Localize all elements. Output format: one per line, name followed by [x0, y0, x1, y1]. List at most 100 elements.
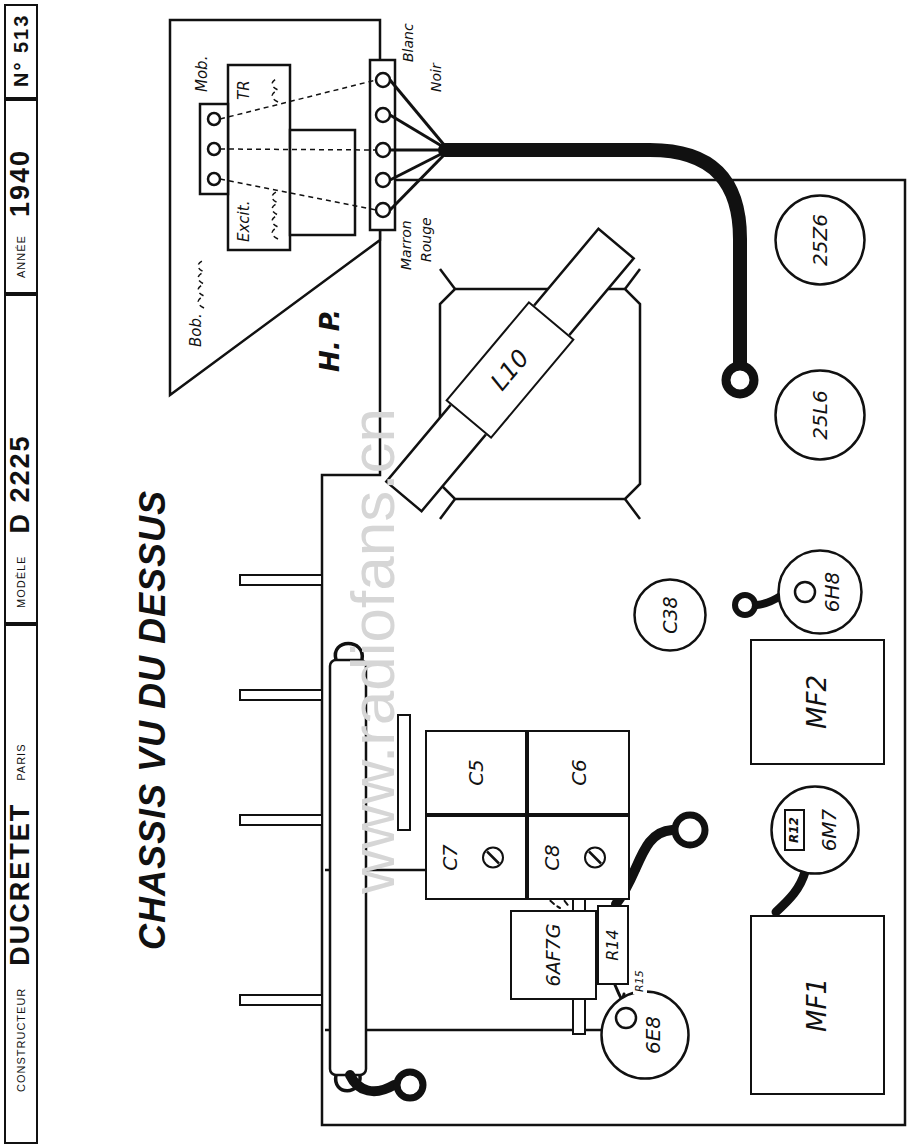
grommet	[397, 1072, 423, 1098]
component-box: MF2	[750, 639, 885, 765]
speaker-lead	[390, 152, 445, 180]
loudspeaker	[376, 73, 390, 87]
part-label: 6M7	[818, 809, 840, 852]
loudspeaker	[290, 130, 355, 235]
callout-label: TR	[236, 78, 254, 102]
loudspeaker	[376, 203, 390, 217]
component-box: C7	[425, 815, 527, 900]
component-box: L10	[445, 301, 575, 439]
trimmer-symbol	[483, 848, 503, 868]
header-cell: N° 513	[4, 4, 38, 99]
text-holder: ANNÉE1940	[6, 101, 36, 292]
loudspeaker	[376, 108, 390, 122]
watermark: www.radiofans.cn	[340, 408, 405, 894]
chassis-outline	[322, 180, 905, 1125]
text-holder: 25Z6	[774, 194, 866, 286]
dial-shaft	[240, 575, 322, 1005]
dial-shaft	[240, 690, 322, 700]
tube-socket: 6H8	[777, 549, 863, 635]
grommet	[726, 366, 754, 394]
internal-wiring	[272, 78, 278, 102]
text-holder: MODÈLE D 2225	[6, 296, 36, 622]
speaker-lead	[390, 115, 445, 148]
text-holder: 6E8	[600, 990, 690, 1080]
internal-wiring	[272, 191, 278, 239]
cable	[776, 872, 805, 912]
support-rod	[325, 1029, 640, 1032]
text-holder: L10	[448, 304, 572, 437]
part-label: R12	[788, 817, 801, 843]
callout-label: Marron	[398, 218, 415, 272]
callout-label: Blanc	[400, 21, 417, 64]
component-box: C5	[425, 730, 527, 815]
callout-label: Noir	[428, 61, 445, 94]
tube-socket: C38	[633, 578, 707, 652]
text-holder: C38	[633, 578, 707, 652]
text-holder: 6AF7G	[512, 912, 595, 998]
grommet	[397, 366, 755, 1098]
text-holder: N° 513	[6, 6, 36, 97]
internal-wiring	[198, 260, 204, 308]
part-label: C7	[439, 844, 461, 871]
callout-label: R15	[633, 968, 647, 994]
text-holder: CONSTRUCTEURDUCRETETPARIS	[6, 626, 36, 1142]
callout-label: Excit.	[236, 199, 254, 244]
component-box: 6AF7G	[510, 910, 597, 1000]
header-text: DUCRETET	[6, 803, 36, 966]
loudspeaker	[208, 143, 220, 155]
loudspeaker	[170, 20, 380, 395]
header-text: PARIS	[15, 744, 27, 781]
header-cell: CONSTRUCTEURDUCRETETPARIS	[4, 624, 38, 1144]
header-text: MODÈLE	[15, 556, 27, 608]
tube-outline	[776, 371, 865, 460]
speaker-lead	[390, 149, 445, 152]
cable	[445, 150, 740, 366]
text-holder: C8	[529, 817, 628, 898]
tube-socket: 25Z6	[774, 194, 866, 286]
callout-label: Rouge	[418, 215, 435, 264]
internal-wiring	[220, 149, 376, 150]
text-holder: C7	[427, 817, 525, 898]
chassis-outline	[322, 180, 905, 1125]
text-holder: C5	[427, 732, 525, 813]
text-holder: 6H8	[777, 549, 863, 635]
internal-wiring	[198, 78, 376, 308]
part-label: C6	[568, 759, 590, 786]
tube-socket: 6M7 R12	[770, 785, 860, 875]
text-holder: MF1	[752, 917, 883, 1093]
loudspeaker	[170, 20, 395, 395]
header-text: ANNÉE	[15, 235, 27, 278]
header-text: D 2225	[6, 434, 36, 533]
part-label: 6E8	[642, 1016, 664, 1054]
loudspeaker	[208, 113, 220, 125]
part-label: R14	[604, 929, 622, 960]
tube-outline	[772, 787, 859, 874]
component-box: R14	[597, 905, 629, 985]
loudspeaker	[228, 65, 290, 250]
tube-socket: 6E8	[600, 990, 690, 1080]
header-cell: MODÈLE D 2225	[4, 294, 38, 624]
part-label: MF2	[803, 675, 832, 729]
text-holder: 25L6	[774, 369, 866, 461]
text-holder: MF2	[752, 641, 883, 763]
choke-frame	[440, 289, 640, 499]
trimmer-symbol	[487, 852, 499, 864]
header-text: N° 513	[10, 14, 32, 87]
header-cell: ANNÉE1940	[4, 99, 38, 294]
callout-label: Bob.	[188, 311, 206, 349]
component-box: C6	[527, 730, 630, 815]
tube-socket: 25L6	[774, 369, 866, 461]
text-holder: C6	[529, 732, 628, 813]
text-holder: R14	[599, 907, 627, 983]
tube-outline	[602, 992, 689, 1079]
part-label: C8	[541, 844, 563, 871]
callout-label: H. P.	[316, 307, 345, 374]
tube-outline	[776, 196, 865, 285]
part-label: MF1	[803, 978, 832, 1032]
loudspeaker	[370, 60, 395, 230]
grommet	[735, 595, 755, 615]
sheet-title: CHASSIS VU DU DESSUS	[134, 490, 172, 950]
socket-outline	[777, 549, 863, 635]
